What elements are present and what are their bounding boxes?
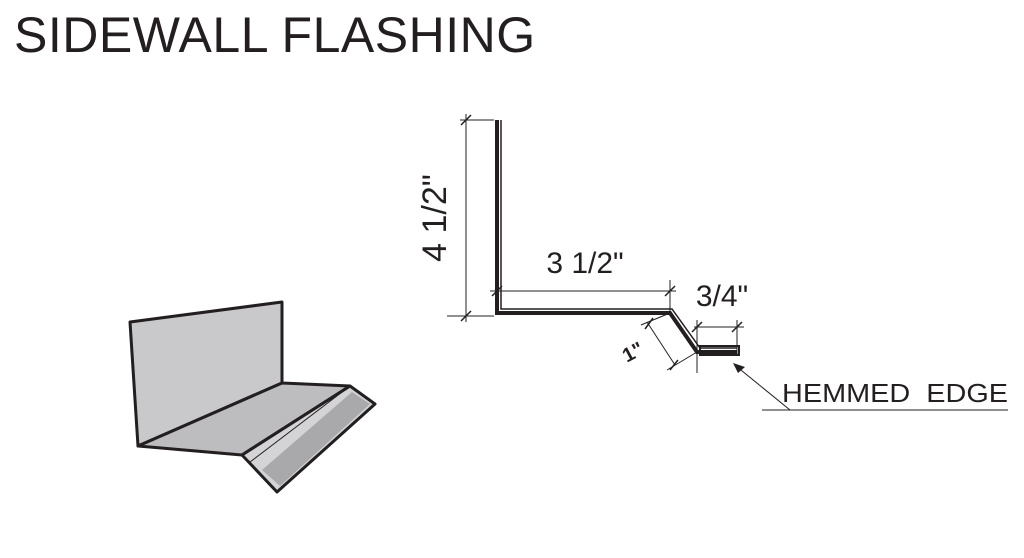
dim-height-tick-bottom bbox=[460, 310, 472, 322]
profile-inner-line bbox=[500, 120, 737, 349]
iso-hem-line bbox=[276, 403, 376, 493]
dim-drop-ext-top bbox=[640, 312, 671, 326]
hemmed-edge-label: HEMMED EDGE bbox=[782, 378, 1008, 408]
iso-crease-line bbox=[249, 385, 351, 463]
dim-height-tick-top bbox=[460, 114, 472, 126]
dim-drop-label: 1" bbox=[619, 338, 648, 367]
dim-base-tick-right bbox=[664, 285, 676, 297]
dim-drop-tick-top bbox=[644, 317, 654, 330]
page-title: SIDEWALL FLASHING bbox=[14, 7, 536, 63]
hem-leader-line bbox=[735, 365, 791, 411]
hem-fold bbox=[699, 345, 740, 356]
iso-offset-shadow bbox=[262, 392, 370, 486]
dim-offset-label: 3/4" bbox=[696, 280, 748, 313]
dim-offset-tick-left bbox=[691, 321, 703, 333]
dim-base-label: 3 1/2" bbox=[546, 247, 623, 280]
isometric-view bbox=[128, 300, 377, 494]
profile-outline bbox=[495, 120, 737, 354]
dim-drop-line bbox=[646, 321, 676, 366]
hem-leader-arrow bbox=[733, 363, 745, 373]
profile-view: 4 1/2" 3 1/2" 3/4" 1" HEMMED EDGE bbox=[416, 114, 1008, 411]
dim-base-tick-left bbox=[491, 285, 503, 297]
dim-drop-tick-bottom bbox=[669, 359, 679, 371]
dim-height-label: 4 1/2" bbox=[416, 174, 454, 262]
dim-offset-tick-right bbox=[731, 321, 743, 333]
